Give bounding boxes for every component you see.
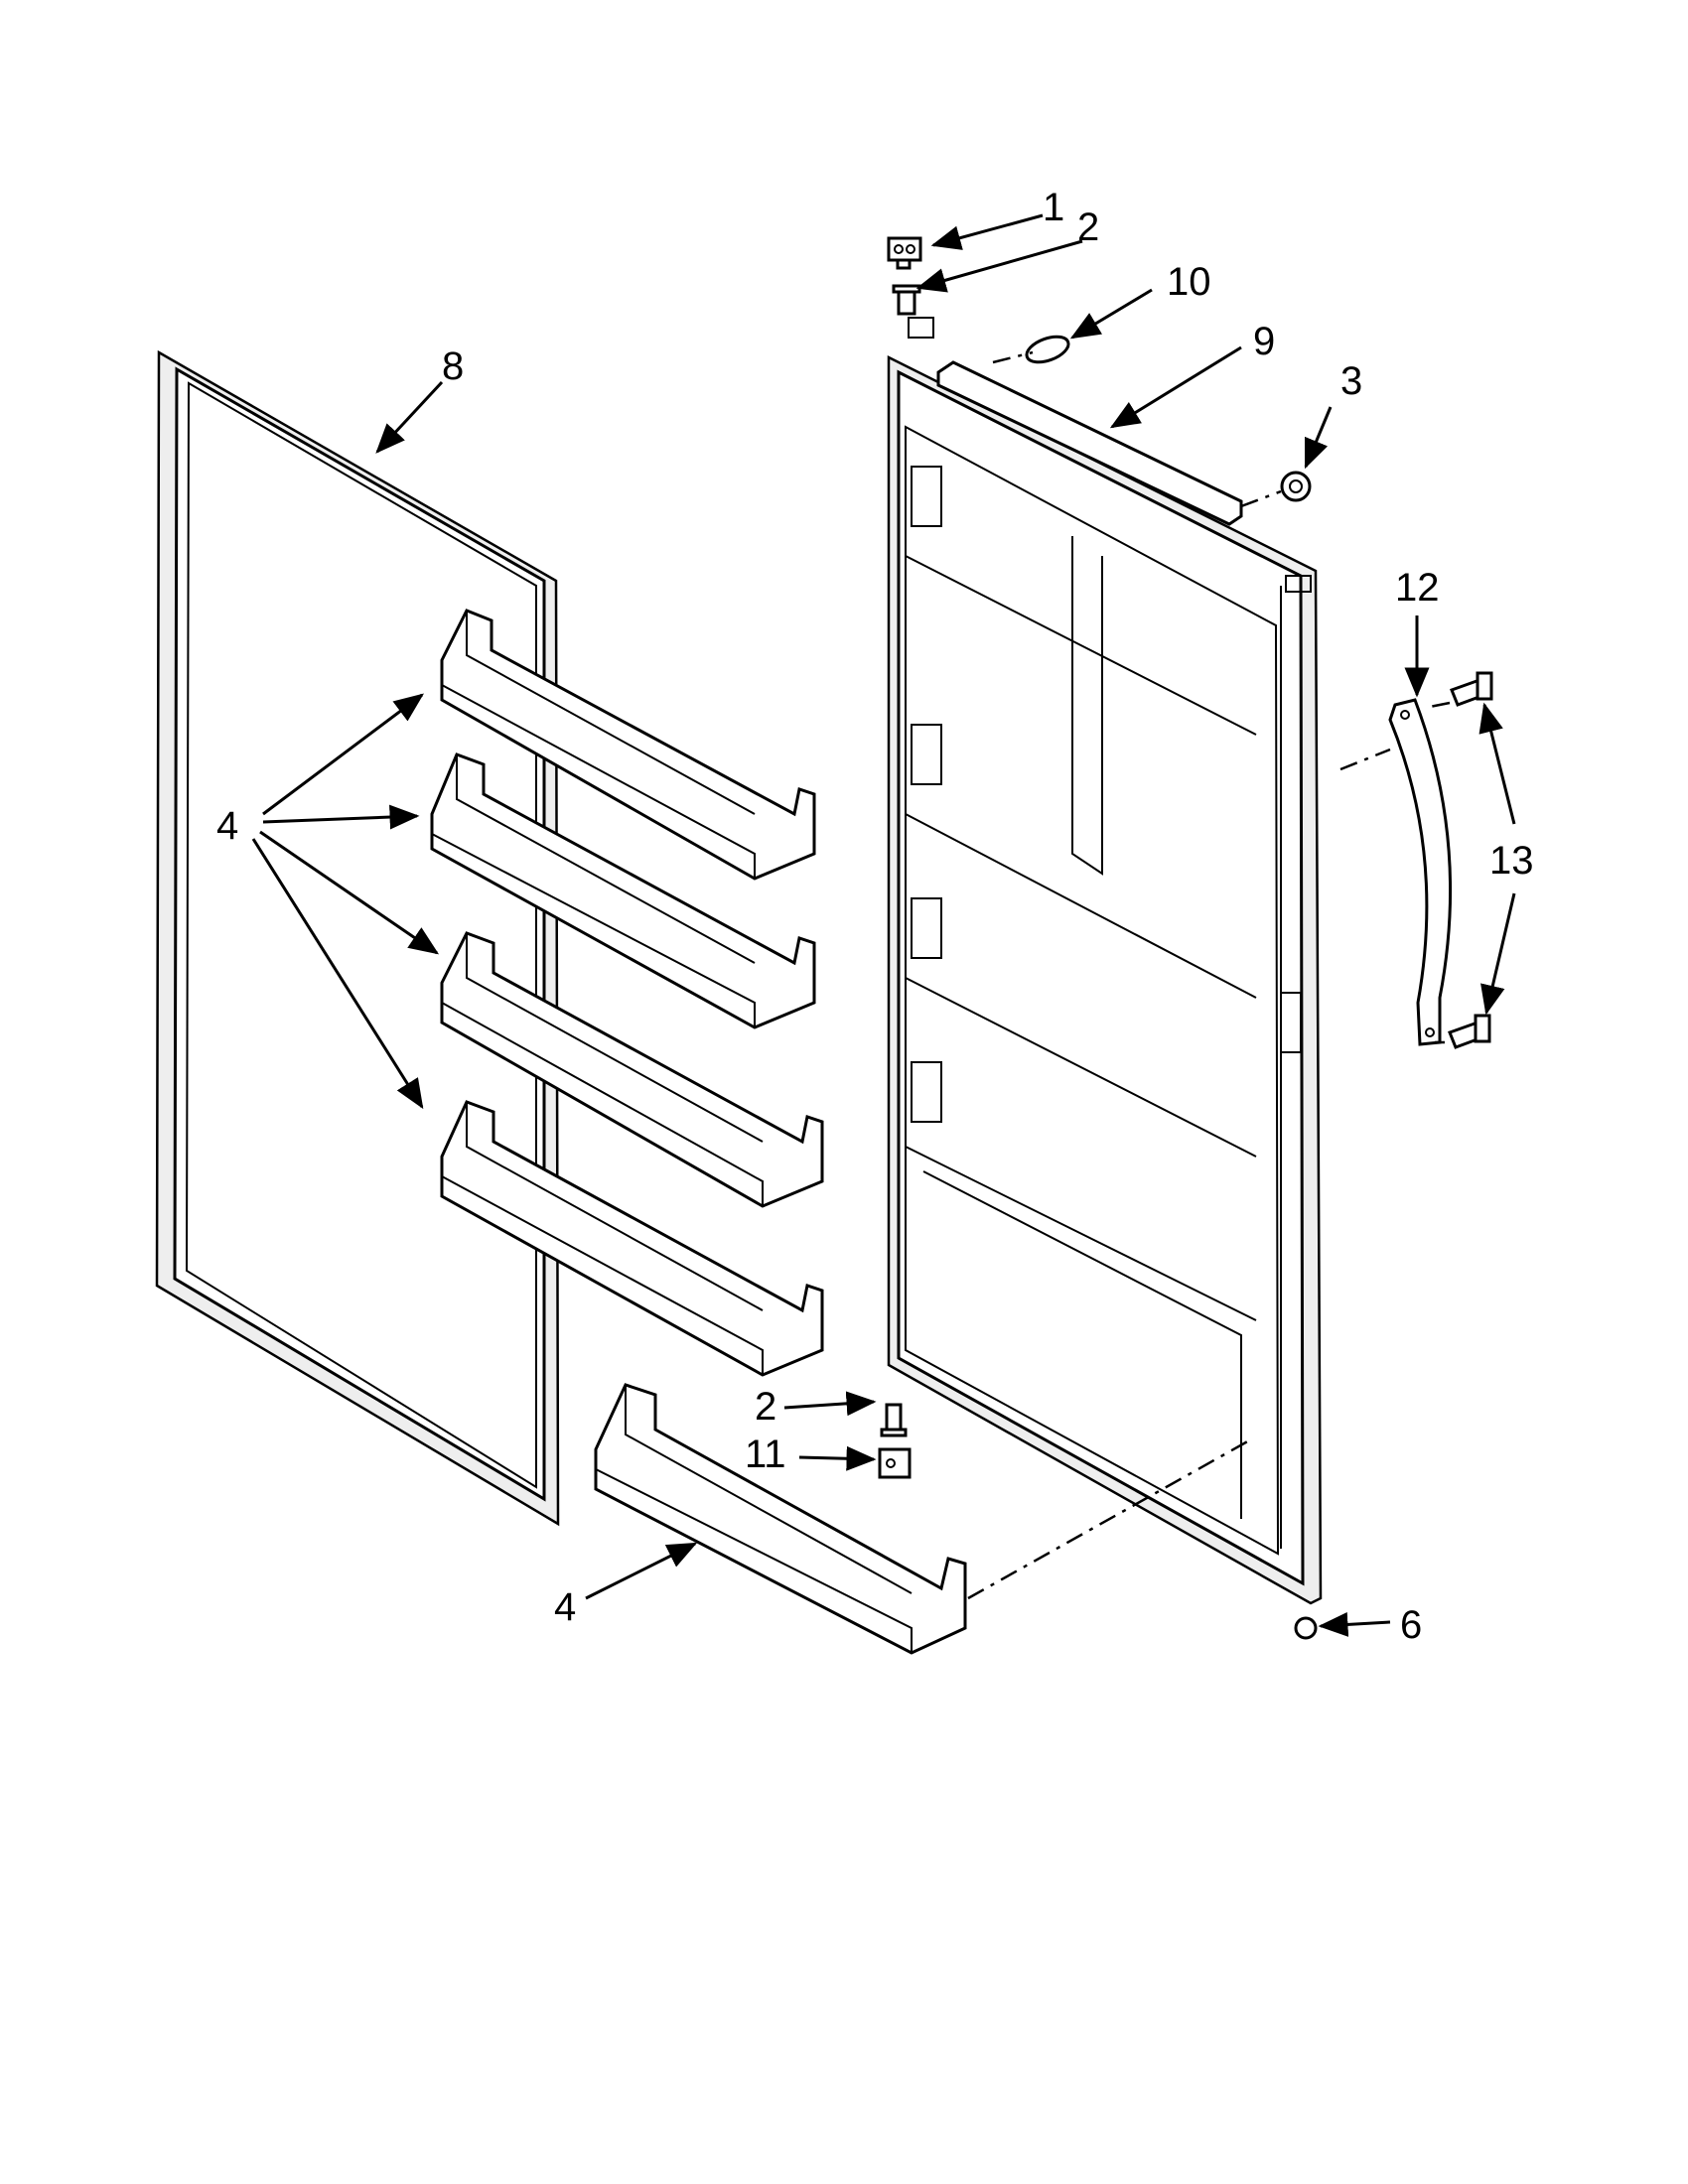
handle-screw-bottom [1448,1014,1491,1049]
callout-10: 10 [1167,260,1211,304]
callout-9: 9 [1253,320,1275,363]
hinge-bottom [878,1447,912,1479]
door-shelf-3 [440,931,824,1208]
callout-2-bottom: 2 [755,1385,776,1429]
callout-2-top: 2 [1077,205,1099,249]
door-handle [1388,698,1453,1046]
callout-1: 1 [1043,186,1064,229]
callout-4-bottom: 4 [554,1585,576,1629]
door-gasket [155,349,560,1527]
assembly-lines [967,350,1451,1600]
callout-11: 11 [745,1433,786,1476]
leader-arrows [251,213,1516,1637]
hole-plug [1280,471,1312,502]
callout-13: 13 [1489,839,1534,883]
callout-8: 8 [442,344,464,388]
door-shelf-4 [440,1100,824,1377]
door-liner [887,317,1323,1605]
plug [1025,335,1070,364]
callout-4-left: 4 [216,804,238,848]
door-shelf-2 [430,752,816,1029]
handle-screw-top [1450,671,1493,707]
callout-6: 6 [1400,1603,1422,1647]
bushing-bottom [880,1403,908,1437]
door-stop [1294,1616,1318,1640]
bushing-top [892,284,921,316]
door-shelf-5 [594,1383,967,1655]
hinge-top [887,236,922,270]
door-shelf-1 [440,609,816,881]
callout-3: 3 [1340,359,1362,403]
callout-12: 12 [1395,566,1440,610]
